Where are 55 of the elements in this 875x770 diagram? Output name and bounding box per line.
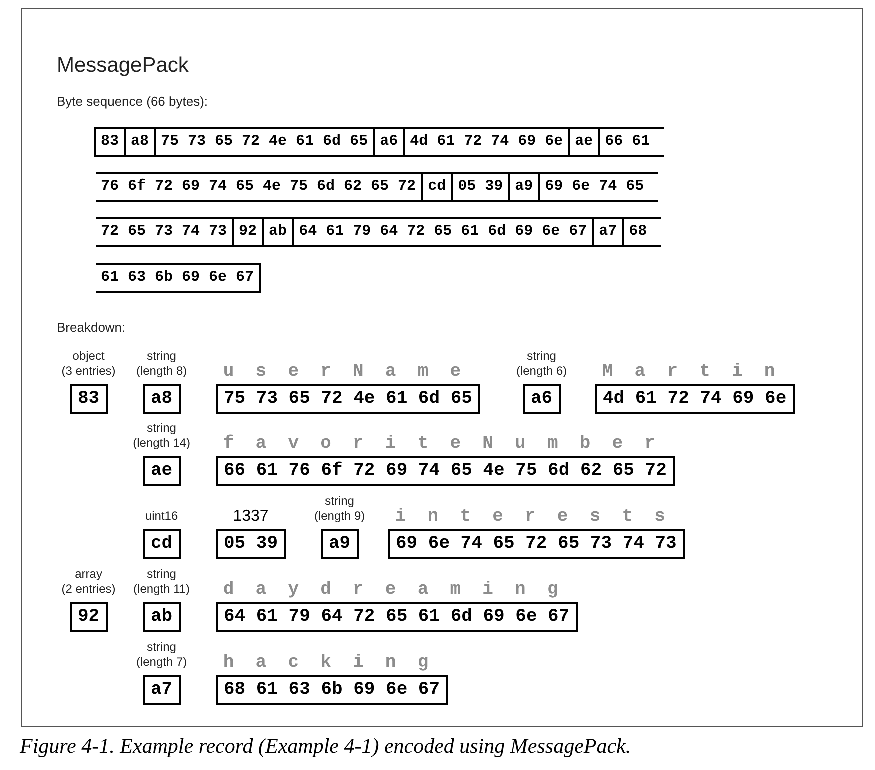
type-label: string (length 14)	[133, 421, 190, 451]
byte-segment: a8	[124, 127, 154, 157]
byte-segment: 61 63 6b 69 6e 67	[96, 263, 262, 293]
decoded-characters: d a y d r e a m i n g	[222, 579, 564, 601]
byte-box: a6	[523, 384, 561, 414]
byte-box: a8	[143, 384, 181, 414]
byte-box: 64 61 79 64 72 65 61 6d 69 6e 67	[216, 602, 578, 632]
byte-segment: 76 6f 72 69 74 65 4e 75 6d 62 65 72	[96, 172, 422, 202]
byte-box: ae	[143, 456, 181, 486]
byte-box: a9	[321, 529, 359, 559]
type-label: string (length 6)	[516, 349, 568, 379]
byte-segment: 69 6e 74 65	[538, 172, 658, 202]
type-label: string (length 9)	[314, 494, 366, 524]
section-heading: Breakdown:	[57, 319, 126, 337]
figure-caption: Figure 4-1. Example record (Example 4-1) encoded using MessagePack.	[20, 733, 632, 760]
byte-box: 68 61 63 6b 69 6e 67	[216, 675, 448, 705]
byte-segment: cd	[421, 172, 452, 202]
byte-segment: a9	[508, 172, 538, 202]
type-label: array (2 entries)	[62, 567, 116, 597]
byte-box: cd	[143, 529, 181, 559]
byte-segment: 83	[94, 127, 124, 157]
byte-box: a7	[143, 675, 181, 705]
title: MessagePack	[57, 53, 189, 79]
decoded-characters: i n t e r e s t s	[394, 506, 671, 528]
byte-segment: a7	[592, 217, 622, 247]
decoded-characters: h a c k i n g	[222, 652, 434, 674]
byte-segment: 66 61	[598, 127, 664, 157]
byte-box: 83	[70, 384, 108, 414]
type-label: string (length 8)	[136, 349, 188, 379]
type-label: object (3 entries)	[62, 349, 116, 379]
decoded-characters: u s e r N a m e	[222, 361, 466, 383]
byte-box: 4d 61 72 74 69 6e	[595, 384, 795, 414]
byte-segment: 05 39	[451, 172, 508, 202]
decoded-characters: M a r t i n	[601, 361, 781, 383]
byte-segment: 72 65 73 74 73	[96, 217, 232, 247]
type-label: uint16	[145, 509, 178, 524]
byte-segment: 64 61 79 64 72 65 61 6d 69 6e 67	[292, 217, 592, 247]
byte-segment: 75 73 65 72 4e 61 6d 65	[154, 127, 374, 157]
byte-segment: ab	[262, 217, 292, 247]
byte-segment: 92	[232, 217, 262, 247]
byte-segment: a6	[373, 127, 404, 157]
byte-box: 75 73 65 72 4e 61 6d 65	[216, 384, 480, 414]
type-label: string (length 7)	[136, 640, 188, 670]
type-label: string (length 11)	[134, 567, 190, 597]
decoded-value: 1337	[233, 507, 269, 527]
decoded-characters: f a v o r i t e N u m b e r	[222, 433, 661, 455]
byte-box: 05 39	[216, 529, 286, 559]
byte-box: ab	[143, 602, 181, 632]
byte-box: 69 6e 74 65 72 65 73 74 73	[388, 529, 685, 559]
byte-segment: 4d 61 72 74 69 6e	[403, 127, 568, 157]
byte-box: 92	[70, 602, 108, 632]
section-heading: Byte sequence (66 bytes):	[57, 93, 208, 111]
byte-segment: ae	[568, 127, 598, 157]
byte-segment: 68	[622, 217, 662, 247]
byte-box: 66 61 76 6f 72 69 74 65 4e 75 6d 62 65 72	[216, 456, 675, 486]
